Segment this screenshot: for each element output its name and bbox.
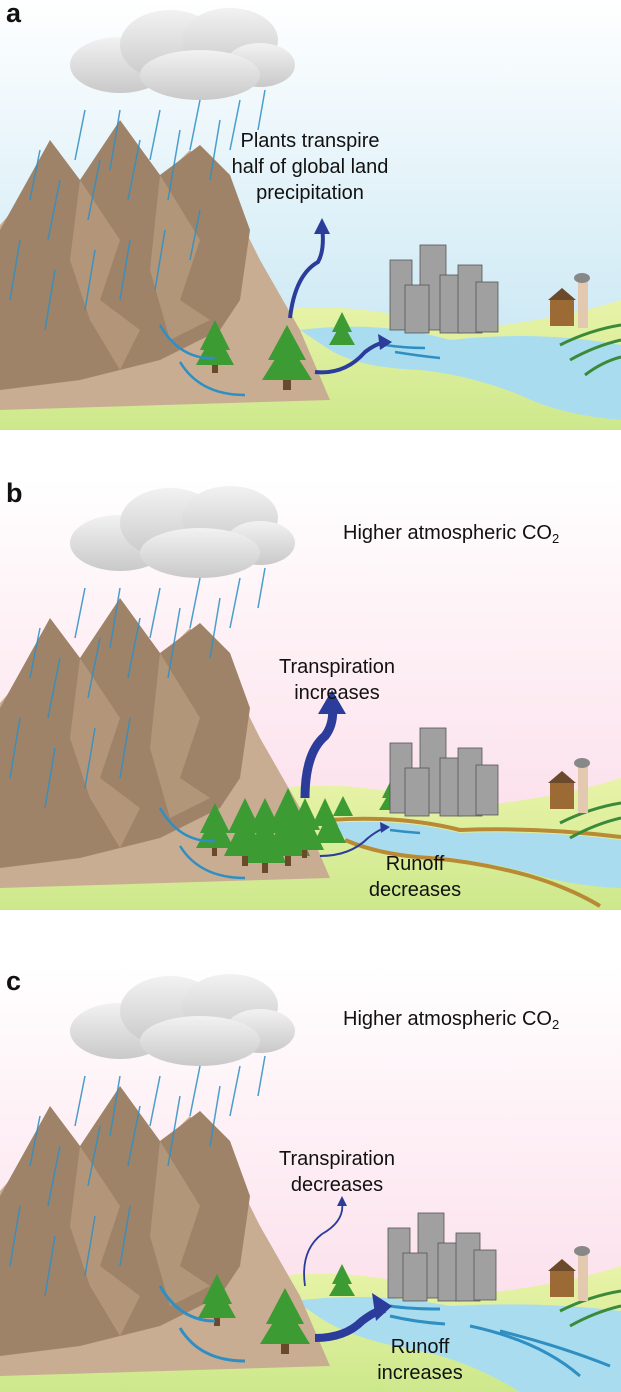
panel-letter-b: b: [6, 478, 23, 508]
transpiration-arrow: [288, 224, 325, 319]
tree-small: [198, 1274, 236, 1326]
river: [330, 821, 621, 888]
mountain-shading: [70, 1141, 210, 1336]
transpiration-arrow: [303, 1201, 344, 1287]
cloud: [70, 486, 295, 578]
runoff-arrowhead: [378, 334, 392, 350]
panel-a: a Plants transpire half of global land p…: [0, 0, 621, 430]
co2-subscript: 2: [551, 531, 560, 546]
transpiration-label: Plants transpire half of global land pre…: [200, 128, 420, 206]
panel-b: b Higher atmospheric CO2 Transpiration i…: [0, 478, 621, 910]
co2-subscript: 2: [551, 1017, 560, 1032]
runoff-label: Runoff increases: [355, 1334, 485, 1386]
runoff-label-line-2: increases: [377, 1362, 463, 1384]
farm-fields: [559, 323, 621, 377]
river-bank-upper: [329, 816, 621, 839]
co2-label-text: Higher atmospheric CO: [343, 522, 552, 544]
city-buildings: [389, 727, 499, 817]
runoff-label-line-2: decreases: [368, 879, 462, 901]
transpiration-label-line-2: increases: [294, 682, 380, 704]
city-buildings: [387, 1212, 497, 1302]
transpiration-arrowhead: [318, 690, 346, 714]
rain: [9, 89, 266, 331]
transpiration-arrowhead: [314, 218, 330, 234]
runoff-arrow: [319, 827, 386, 857]
transpiration-label-line-1: Transpiration: [279, 656, 395, 678]
transpiration-arrowhead: [337, 1196, 347, 1206]
transpiration-arrow: [300, 702, 338, 799]
co2-label: Higher atmospheric CO2: [343, 1006, 559, 1038]
panel-b-scene: [0, 478, 621, 910]
house: [548, 1246, 590, 1301]
panel-c: c Higher atmospheric CO2 Transpiration d…: [0, 966, 621, 1392]
tree-far: [329, 312, 355, 345]
transpiration-label-line-3: precipitation: [256, 182, 364, 204]
transpiration-label-line-2: decreases: [290, 1174, 384, 1196]
tree-small: [196, 320, 234, 373]
transpiration-label-line-1: Transpiration: [279, 1148, 395, 1170]
co2-label-text: Higher atmospheric CO: [343, 1008, 552, 1030]
house: [548, 273, 590, 328]
city-buildings: [389, 244, 499, 334]
panel-letter-a: a: [6, 0, 22, 28]
tree-far: [329, 1264, 355, 1296]
runoff-arrowhead: [372, 1293, 392, 1321]
runoff-arrowhead: [380, 822, 390, 833]
runoff-label-line-1: Runoff: [390, 1336, 450, 1358]
runoff-label-line-1: Runoff: [385, 853, 445, 875]
house: [548, 758, 590, 813]
farm-fields: [559, 801, 621, 840]
transpiration-label: Transpiration increases: [262, 654, 412, 706]
tree-large: [260, 1288, 310, 1354]
river: [300, 326, 621, 420]
cloud: [70, 974, 295, 1066]
panel-letter-c: c: [6, 966, 22, 996]
rain: [9, 567, 266, 809]
tree-large: [262, 325, 312, 390]
panel-c-scene: [0, 966, 621, 1392]
transpiration-label-line-1: Plants transpire: [240, 130, 380, 152]
panel-a-scene: [0, 0, 621, 430]
river-bank-lower: [344, 838, 602, 908]
forest-dense: [196, 778, 405, 863]
runoff-arrows-light: [158, 324, 441, 397]
runoff-arrows-light: [158, 1285, 611, 1378]
cloud: [70, 8, 295, 100]
transpiration-label-line-2: half of global land: [231, 156, 389, 178]
farm-fields: [559, 1289, 621, 1328]
mountain-shading: [70, 653, 210, 848]
rain: [9, 1055, 266, 1297]
transpiration-label: Transpiration decreases: [262, 1146, 412, 1198]
co2-label: Higher atmospheric CO2: [343, 520, 559, 552]
tree-trunks: [212, 848, 307, 873]
river-wide: [295, 1297, 621, 1392]
runoff-arrows-light: [158, 807, 421, 880]
mountain-shading: [70, 175, 210, 370]
runoff-label: Runoff decreases: [350, 851, 480, 903]
